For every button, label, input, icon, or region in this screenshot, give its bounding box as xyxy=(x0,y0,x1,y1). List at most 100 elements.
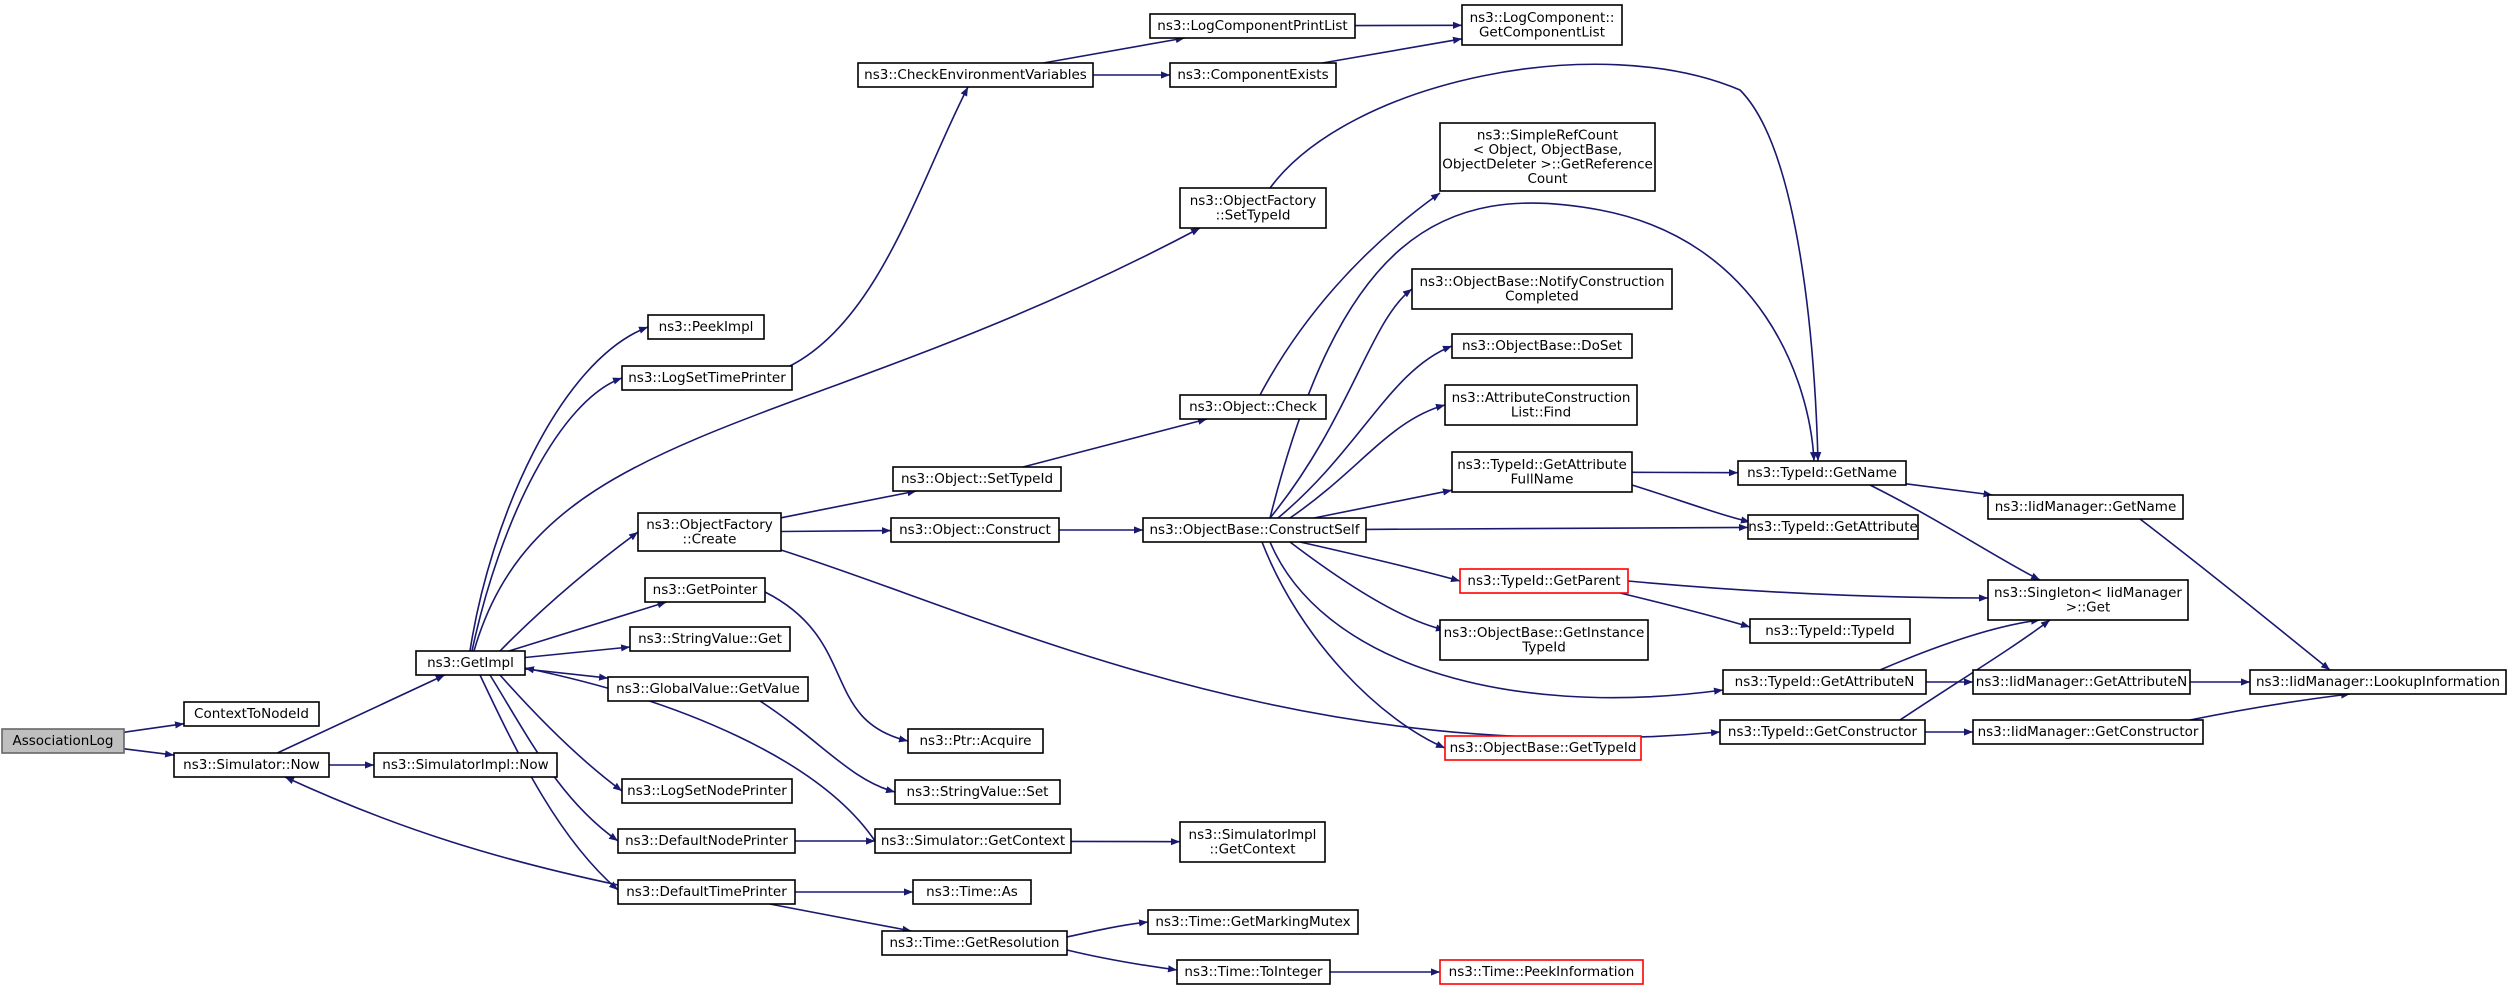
edge-log-set-time-printer-to-check-environment-variables xyxy=(789,86,969,367)
node-iid-get-attribute-n[interactable]: ns3::IidManager::GetAttributeN xyxy=(1972,669,2191,695)
node-box xyxy=(1142,517,1367,543)
node-get-component-list[interactable]: ns3::LogComponent::GetComponentList xyxy=(1461,4,1623,46)
node-label: ns3::ComponentExists xyxy=(1177,67,1328,83)
node-box xyxy=(894,779,1061,805)
node-type-id-get-attribute[interactable]: ns3::TypeId::GetAttribute xyxy=(1747,514,1919,540)
node-simulator-get-context[interactable]: ns3::Simulator::GetContext xyxy=(874,828,1072,854)
edge-type-id-get-name-to-singleton-get xyxy=(1869,484,2041,581)
node-object-factory-create[interactable]: ns3::ObjectFactory::Create xyxy=(637,512,782,552)
node-log-set-time-printer[interactable]: ns3::LogSetTimePrinter xyxy=(621,365,793,391)
edge-get-pointer-to-ptr-acquire xyxy=(764,591,909,743)
node-label: ns3::Time::GetResolution xyxy=(889,935,1059,951)
node-ptr-acquire[interactable]: ns3::Ptr::Acquire xyxy=(907,728,1044,754)
node-default-node-printer[interactable]: ns3::DefaultNodePrinter xyxy=(617,828,796,854)
node-box xyxy=(1179,394,1327,420)
node-default-time-printer[interactable]: ns3::DefaultTimePrinter xyxy=(617,879,796,905)
node-time-as[interactable]: ns3::Time::As xyxy=(912,879,1032,905)
node-iid-lookup-information[interactable]: ns3::IidManager::LookupInformation xyxy=(2249,669,2507,695)
node-type-id-get-parent[interactable]: ns3::TypeId::GetParent xyxy=(1459,568,1629,594)
node-peek-impl[interactable]: ns3::PeekImpl xyxy=(647,314,765,340)
node-label: ::Create xyxy=(683,531,737,547)
node-box xyxy=(1451,333,1633,359)
node-box xyxy=(1439,619,1649,661)
edge-construct-self-to-attr-list-find xyxy=(1289,403,1446,519)
node-label: ns3::Simulator::GetContext xyxy=(881,833,1065,849)
node-box xyxy=(621,365,793,391)
edge-iid-get-constructor-to-iid-lookup-information xyxy=(2189,691,2351,721)
node-label: ns3::ObjectBase::DoSet xyxy=(1462,338,1622,354)
node-label: ns3::AttributeConstruction xyxy=(1452,390,1631,406)
node-box xyxy=(912,879,1032,905)
node-log-set-node-printer[interactable]: ns3::LogSetNodePrinter xyxy=(621,778,793,804)
node-object-construct[interactable]: ns3::Object::Construct xyxy=(890,517,1060,543)
node-string-value-get[interactable]: ns3::StringValue::Get xyxy=(629,626,791,652)
node-object-factory-set-type-id[interactable]: ns3::ObjectFactory::SetTypeId xyxy=(1179,187,1327,229)
node-string-value-set[interactable]: ns3::StringValue::Set xyxy=(894,779,1061,805)
node-box xyxy=(617,879,796,905)
node-label: ns3::DefaultNodePrinter xyxy=(625,833,788,849)
edge-get-impl-to-get-pointer xyxy=(508,601,667,652)
node-get-impl[interactable]: ns3::GetImpl xyxy=(415,650,526,676)
edge-construct-self-to-get-instance-type-id xyxy=(1289,541,1446,632)
edge-get-impl-to-object-factory-set-type-id xyxy=(473,227,1201,652)
node-context-to-node-id[interactable]: ContextToNodeId xyxy=(183,701,320,727)
node-notify-construction-completed[interactable]: ns3::ObjectBase::NotifyConstructionCompl… xyxy=(1411,268,1673,310)
node-type-id-get-attribute-n[interactable]: ns3::TypeId::GetAttributeN xyxy=(1722,669,1927,695)
node-label: ns3::IidManager::GetAttributeN xyxy=(1976,674,2187,690)
node-log-component-print-list[interactable]: ns3::LogComponentPrintList xyxy=(1149,13,1356,39)
node-label: ns3::PeekImpl xyxy=(659,319,754,335)
node-object-set-type-id[interactable]: ns3::Object::SetTypeId xyxy=(892,466,1062,492)
node-object-check[interactable]: ns3::Object::Check xyxy=(1179,394,1327,420)
node-iid-get-name[interactable]: ns3::IidManager::GetName xyxy=(1987,494,2184,520)
node-association-log[interactable]: AssociationLog xyxy=(1,728,125,754)
node-time-peek-information[interactable]: ns3::Time::PeekInformation xyxy=(1439,959,1644,985)
node-simulator-impl-get-context[interactable]: ns3::SimulatorImpl::GetContext xyxy=(1179,821,1326,863)
node-label: ObjectDeleter >::GetReference xyxy=(1442,156,1653,172)
node-time-get-marking-mutex[interactable]: ns3::Time::GetMarkingMutex xyxy=(1147,909,1359,935)
node-box xyxy=(2249,669,2507,695)
node-type-id-type-id[interactable]: ns3::TypeId::TypeId xyxy=(1749,618,1911,644)
node-simulator-impl-now[interactable]: ns3::SimulatorImpl::Now xyxy=(373,752,558,778)
node-label: ns3::TypeId::GetConstructor xyxy=(1728,724,1918,740)
node-check-environment-variables[interactable]: ns3::CheckEnvironmentVariables xyxy=(857,62,1094,88)
node-time-get-resolution[interactable]: ns3::Time::GetResolution xyxy=(881,930,1068,956)
edge-type-id-get-parent-to-singleton-get xyxy=(1627,580,1989,602)
node-get-pointer[interactable]: ns3::GetPointer xyxy=(644,577,766,603)
node-type-id-get-constructor[interactable]: ns3::TypeId::GetConstructor xyxy=(1719,719,1926,745)
node-label: ns3::GetPointer xyxy=(653,582,758,598)
node-label: ns3::ObjectBase::GetInstance xyxy=(1444,625,1645,641)
node-label: ns3::LogSetNodePrinter xyxy=(627,783,787,799)
edge-check-environment-variables-to-log-component-print-list xyxy=(1043,36,1185,64)
node-label: ContextToNodeId xyxy=(194,706,309,722)
node-label: ns3::Simulator::Now xyxy=(183,757,320,773)
node-label: ns3::IidManager::GetName xyxy=(1995,499,2177,515)
node-label: ns3::Ptr::Acquire xyxy=(920,733,1032,749)
node-component-exists[interactable]: ns3::ComponentExists xyxy=(1169,62,1337,88)
edge-type-id-get-attribute-n-to-singleton-get xyxy=(1879,617,2041,671)
edge-get-impl-to-default-time-printer xyxy=(479,674,619,891)
node-singleton-get[interactable]: ns3::Singleton< IidManager >::Get xyxy=(1987,579,2189,621)
node-label: ns3::IidManager::LookupInformation xyxy=(2256,674,2500,690)
node-simulator-now[interactable]: ns3::Simulator::Now xyxy=(173,752,330,778)
node-box xyxy=(373,752,558,778)
edge-get-impl-to-string-value-get xyxy=(524,644,631,659)
node-box xyxy=(629,626,791,652)
node-box xyxy=(892,466,1062,492)
node-iid-get-constructor[interactable]: ns3::IidManager::GetConstructor xyxy=(1972,719,2204,745)
node-do-set[interactable]: ns3::ObjectBase::DoSet xyxy=(1451,333,1633,359)
node-box xyxy=(1737,460,1907,486)
node-get-reference-count[interactable]: ns3::SimpleRefCount< Object, ObjectBase,… xyxy=(1439,122,1656,192)
node-label: ns3::Object::Check xyxy=(1189,399,1317,415)
node-box xyxy=(1451,451,1633,493)
node-box xyxy=(1987,579,2189,621)
node-time-to-integer[interactable]: ns3::Time::ToInteger xyxy=(1176,959,1331,985)
edge-get-impl-to-log-set-time-printer xyxy=(471,377,623,652)
node-object-base-get-type-id[interactable]: ns3::ObjectBase::GetTypeId xyxy=(1444,735,1642,761)
node-construct-self[interactable]: ns3::ObjectBase::ConstructSelf xyxy=(1142,517,1367,543)
node-global-value-get-value[interactable]: ns3::GlobalValue::GetValue xyxy=(607,676,809,702)
node-type-id-get-name[interactable]: ns3::TypeId::GetName xyxy=(1737,460,1907,486)
edge-get-impl-to-log-set-node-printer xyxy=(499,674,623,792)
